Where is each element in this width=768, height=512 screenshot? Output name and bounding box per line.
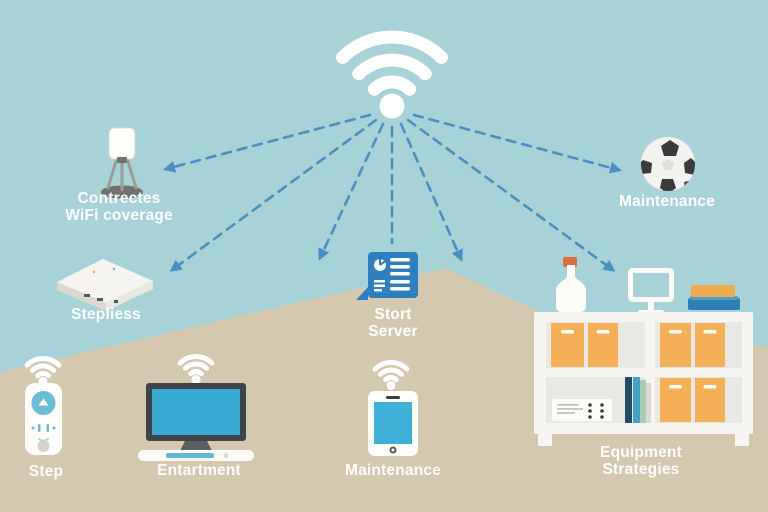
standing-books-icon (625, 377, 651, 423)
label-line: Entartment (157, 462, 241, 479)
label-line: Stepliess (71, 306, 141, 323)
shelf-monitor-icon (628, 268, 674, 314)
label-line: Maintenance (618, 193, 716, 210)
label-computer: Entartment (157, 462, 241, 479)
label-doorbell: Step (29, 463, 63, 480)
bottle-icon (556, 257, 586, 312)
label-line: Equipment (600, 444, 682, 461)
arrow-down-left (318, 122, 385, 261)
label-line: Strategies (602, 461, 680, 478)
label-soccer-ball: Maintenance (619, 193, 715, 210)
label-router: Stepliess (71, 306, 141, 323)
wifi-icon (336, 30, 448, 119)
arrow-to-shelf (406, 118, 616, 272)
computer-icon (138, 383, 254, 461)
label-document: Stort Server (368, 306, 417, 340)
books-stack-icon (688, 285, 740, 310)
arrow-to-antenna (163, 113, 372, 173)
media-player-icon (552, 399, 612, 421)
document-icon (356, 250, 420, 304)
wifi-signal-icon (366, 349, 416, 391)
shelf-icon (530, 253, 758, 449)
label-line: WiFi coverage (65, 207, 173, 224)
label-antenna: Contrectes WiFi coverage (65, 190, 173, 224)
label-smartphone: Maintenance (345, 462, 441, 479)
doorbell-icon (25, 383, 62, 455)
soccer-ball-icon (640, 136, 697, 193)
arrow-to-router (169, 118, 378, 272)
label-line: Contrectes (77, 190, 161, 207)
label-line: Maintenance (344, 462, 442, 479)
label-line: Step (28, 463, 64, 480)
label-line: Server (368, 323, 418, 340)
smartphone-icon (368, 391, 418, 456)
antenna-icon (95, 126, 151, 200)
label-line: Stort (374, 306, 412, 323)
wifi-signal-icon (171, 343, 221, 385)
storage-boxes-icon (551, 323, 725, 422)
router-icon (52, 256, 158, 314)
arrow-to-ball (412, 113, 622, 174)
arrow-down-right (399, 122, 463, 262)
label-shelf: Equipment Strategies (600, 444, 682, 478)
wifi-signal-icon (18, 345, 68, 387)
